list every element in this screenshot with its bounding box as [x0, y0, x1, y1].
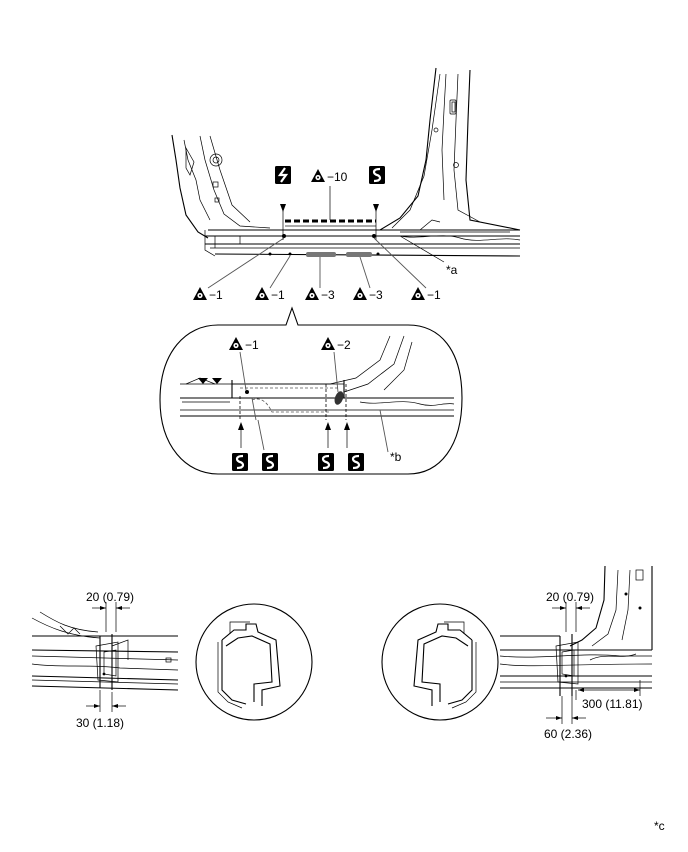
left-section-view [31, 602, 179, 712]
cut-mark-wavy-icon [346, 451, 366, 473]
cut-mark-wavy-icon [260, 451, 280, 473]
dimension-right-top: 20 (0.79) [546, 590, 594, 604]
weld-count-top: −10 [327, 170, 348, 184]
spot-weld-triangle-icon [255, 287, 269, 300]
dimension-left-bottom: 30 (1.18) [76, 716, 124, 730]
weld-count-1: −1 [209, 288, 223, 302]
weld-label-row: −1 −1 −3 −3 −1 [193, 287, 441, 302]
callout-a: *a [446, 263, 458, 277]
spot-weld-triangle-icon [411, 287, 425, 300]
cut-mark-wavy-icon [230, 451, 250, 473]
dimension-left-top: 20 (0.79) [86, 590, 134, 604]
detail-callout-bubble [159, 306, 463, 475]
weld-count-2: −1 [271, 288, 285, 302]
cut-mark-wavy-icon [316, 451, 336, 473]
right-section-view [499, 565, 653, 724]
spot-weld-triangle-icon [311, 169, 325, 182]
spot-weld-triangle-icon [353, 287, 367, 300]
body-side-outline [171, 67, 521, 257]
spot-weld-row-lower [268, 234, 380, 257]
spot-weld-triangle-icon [305, 287, 319, 300]
weld-seam-top [285, 219, 376, 227]
weld-count-detail-left: −1 [245, 338, 259, 352]
right-cross-section-circle [381, 603, 499, 721]
weld-count-detail-right: −2 [337, 338, 351, 352]
dimension-right-bottom: 60 (2.36) [544, 727, 592, 741]
weld-count-3: −3 [321, 288, 335, 302]
weld-count-4: −3 [369, 288, 383, 302]
callout-c: *c [654, 819, 665, 833]
callout-b: *b [390, 450, 402, 464]
weld-count-5: −1 [427, 288, 441, 302]
spot-weld-triangle-icon [321, 337, 335, 350]
spot-weld-triangle-icon [193, 287, 207, 300]
spot-weld-triangle-icon [229, 337, 243, 350]
left-cross-section-circle [195, 603, 313, 721]
dimension-right-long: 300 (11.81) [582, 697, 643, 711]
cut-mark-lightning-icon [273, 164, 293, 186]
cut-mark-wavy-icon [367, 164, 387, 186]
